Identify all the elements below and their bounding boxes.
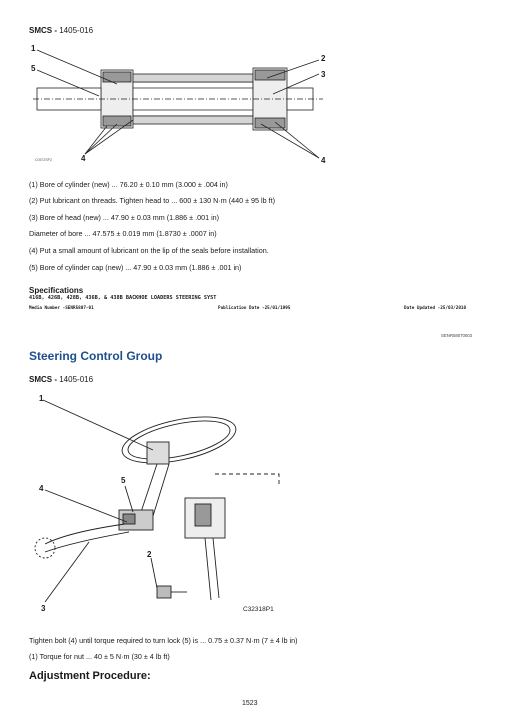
adjustment-heading: Adjustment Procedure: xyxy=(29,670,151,682)
smcs-value: 1405-016 xyxy=(59,375,94,384)
callout-1: 1 xyxy=(39,394,44,403)
callout-4-right: 4 xyxy=(321,156,326,165)
smcs-code-top: SMCS - 1405-016 xyxy=(29,26,93,35)
steering-figure: 1 5 4 2 3 C32318P1 xyxy=(29,392,319,620)
media-number: Media Number -SENR5807-01 xyxy=(29,306,94,311)
document-id: SENR58070003 xyxy=(441,333,473,338)
callout-5: 5 xyxy=(31,64,36,73)
steering-diagram xyxy=(34,399,280,603)
smcs-value: 1405-016 xyxy=(59,26,94,35)
specifications-title: Specifications xyxy=(29,286,84,295)
callout-2: 2 xyxy=(321,54,326,63)
steering-spec-1: Tighten bolt (4) until torque required t… xyxy=(29,636,298,645)
spec-line-5: (4) Put a small amount of lubricant on t… xyxy=(29,246,269,255)
steering-spec-2: (1) Torque for nut ... 40 ± 5 N·m (30 ± … xyxy=(29,652,170,661)
callout-1: 1 xyxy=(31,44,36,53)
spec-line-4: Diameter of bore ... 47.575 ± 0.019 mm (… xyxy=(29,229,217,238)
smcs-label: SMCS - xyxy=(29,26,57,35)
spec-line-3: (3) Bore of head (new) ... 47.90 ± 0.03 … xyxy=(29,213,220,222)
spec-line-2: (2) Put lubricant on threads. Tighten he… xyxy=(29,196,276,205)
smcs-label: SMCS - xyxy=(29,375,57,384)
figure-ref: C0572SP2 xyxy=(35,158,52,162)
figure-caption: C32318P1 xyxy=(243,606,274,613)
callout-5: 5 xyxy=(121,476,126,485)
callout-4: 4 xyxy=(39,484,44,493)
smcs-code-steering: SMCS - 1405-016 xyxy=(29,375,93,384)
cylinder-diagram xyxy=(33,49,323,159)
document-subtitle: 416B, 426B, 428B, 436B, & 438B BACKHOE L… xyxy=(29,295,217,301)
page-number: 1523 xyxy=(242,700,258,707)
publication-date: Publication Date -25/01/1995 xyxy=(218,306,291,311)
spec-line-1: (1) Bore of cylinder (new) ... 76.20 ± 0… xyxy=(29,180,228,189)
callout-3: 3 xyxy=(321,70,326,79)
callout-4-left: 4 xyxy=(81,154,86,163)
cylinder-figure: 1 5 2 3 4 4 C0572SP2 xyxy=(29,44,339,169)
section-title: Steering Control Group xyxy=(29,349,163,363)
date-updated: Date Updated -25/03/2010 xyxy=(404,306,467,311)
callout-3: 3 xyxy=(41,604,46,613)
callout-2: 2 xyxy=(147,550,152,559)
spec-line-6: (5) Bore of cylinder cap (new) ... 47.90… xyxy=(29,263,242,272)
